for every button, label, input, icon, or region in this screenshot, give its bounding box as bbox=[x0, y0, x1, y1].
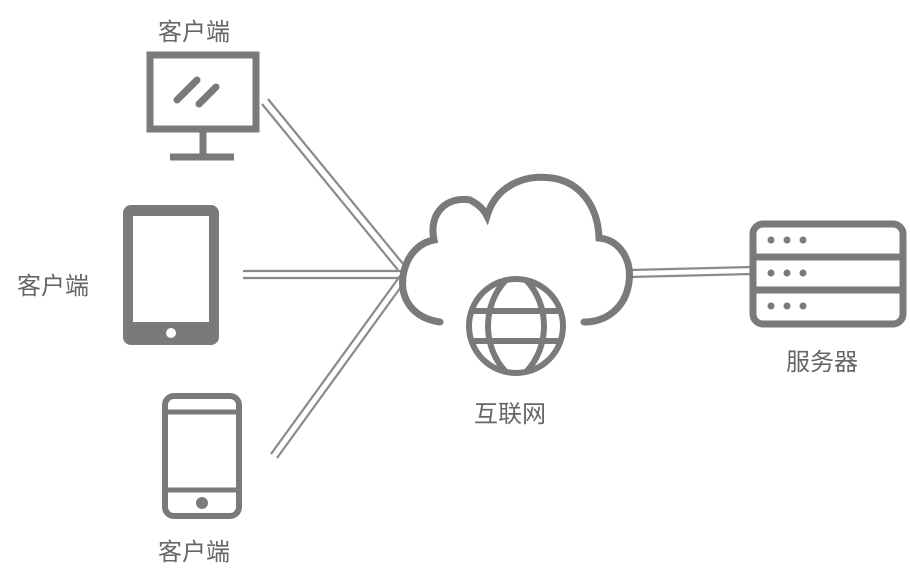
link-phone-internet bbox=[270, 275, 407, 459]
link-tablet-internet bbox=[243, 269, 402, 280]
client-desktop-label: 客户端 bbox=[158, 18, 230, 46]
server-label: 服务器 bbox=[786, 348, 858, 376]
cloud-globe-icon bbox=[399, 173, 633, 376]
monitor-icon bbox=[146, 51, 260, 161]
client-phone-label: 客户端 bbox=[158, 538, 230, 566]
link-desktop-internet bbox=[261, 98, 405, 271]
tablet-icon bbox=[123, 205, 219, 345]
client-tablet-label: 客户端 bbox=[17, 272, 89, 300]
server-rack-icon bbox=[749, 220, 907, 328]
globe-icon bbox=[466, 276, 566, 376]
link-internet-server bbox=[630, 265, 753, 279]
internet-label: 互联网 bbox=[474, 400, 546, 428]
smartphone-icon bbox=[162, 393, 242, 519]
